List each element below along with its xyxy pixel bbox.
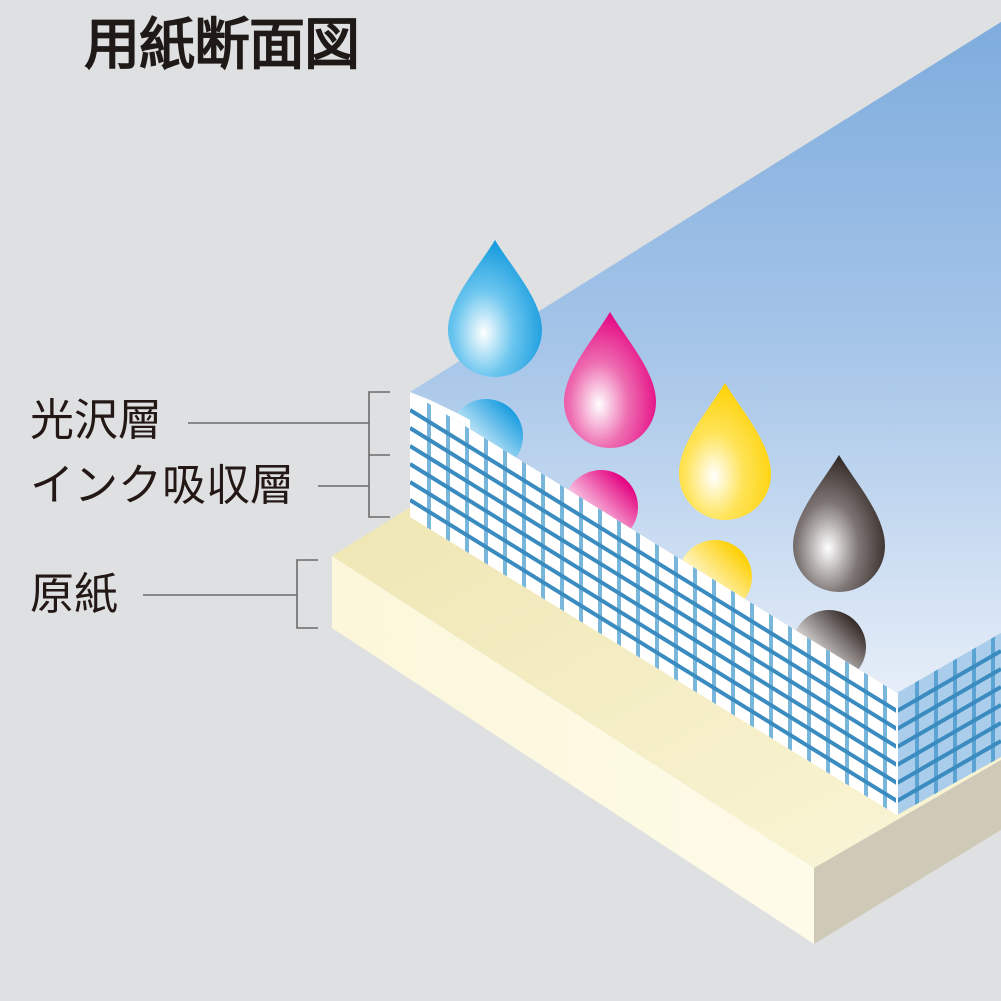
magenta-ink-drop-icon bbox=[564, 312, 656, 448]
gloss-layer-label: 光沢層 bbox=[30, 395, 162, 446]
ink-absorption-layer-label: インク吸収層 bbox=[30, 460, 294, 511]
base-paper-side-face bbox=[814, 760, 1001, 944]
base-paper-bracket bbox=[296, 559, 318, 629]
falling-ink-drops bbox=[448, 240, 885, 592]
base-paper-label: 原紙 bbox=[30, 569, 118, 620]
coating-bracket bbox=[368, 391, 390, 518]
label-brackets bbox=[143, 391, 390, 629]
diagram-title: 用紙断面図 bbox=[84, 13, 360, 78]
black-ink-drop-icon bbox=[793, 455, 885, 592]
yellow-ink-drop-icon bbox=[679, 383, 771, 520]
cyan-ink-drop-icon bbox=[448, 240, 542, 377]
base-paper-front-face bbox=[332, 556, 814, 944]
